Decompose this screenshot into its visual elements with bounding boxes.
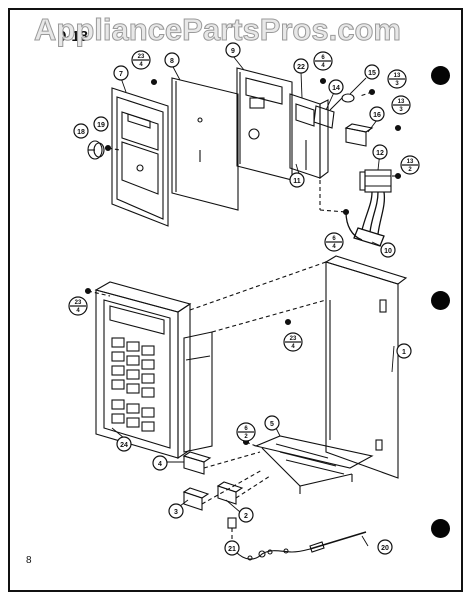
callout-6-4-top <box>313 51 333 71</box>
callout-label: 5 <box>270 421 274 428</box>
callout-label: 9 <box>231 48 235 55</box>
front-control-panel <box>94 281 213 460</box>
callout-label: 16 <box>373 112 381 119</box>
callout-label: 3 <box>174 509 178 516</box>
callout-label: 6 <box>244 426 248 432</box>
keypad-grid <box>111 337 155 432</box>
callout-label: 4 <box>158 461 162 468</box>
callout-sub: 4 <box>332 244 336 250</box>
page-number: 8 <box>26 555 32 566</box>
latch-lever <box>329 93 355 111</box>
callout-16 <box>369 106 385 122</box>
callout-11 <box>289 172 305 188</box>
callout-5 <box>264 415 280 431</box>
callout-label: 8 <box>170 58 174 65</box>
callout-label: 12 <box>376 150 384 157</box>
callout-label: 2 <box>244 513 248 520</box>
callout-19 <box>93 116 109 132</box>
leaders-bottom <box>87 261 327 548</box>
door-switch <box>313 105 335 129</box>
switch-3 <box>182 487 210 511</box>
wire-harness <box>345 191 386 247</box>
switch-2 <box>216 481 244 505</box>
callout-13-2 <box>400 155 420 175</box>
callout-label: 23 <box>138 54 145 60</box>
temperature-probe <box>235 531 367 561</box>
callout-18 <box>73 123 89 139</box>
callout-3 <box>168 503 184 519</box>
callout-label: 14 <box>332 85 340 92</box>
callout-9 <box>225 42 241 58</box>
control-panel-face <box>111 87 169 227</box>
callout-15 <box>364 64 380 80</box>
punch-hole-top <box>431 66 450 85</box>
callout-sub: 3 <box>395 81 399 87</box>
callout-1 <box>396 343 412 359</box>
relay <box>344 123 374 147</box>
callout-label: 11 <box>293 178 301 185</box>
callout-label: 20 <box>381 545 389 552</box>
callout-label: 10 <box>384 248 392 255</box>
callout-label: 7 <box>119 71 123 78</box>
callout-23-4-top <box>131 50 151 70</box>
screws-top <box>104 77 402 216</box>
callout-label: 13 <box>394 73 401 79</box>
callout-21 <box>224 540 240 556</box>
callout-2 <box>238 507 254 523</box>
callout-label: 13 <box>398 99 405 105</box>
diagram-code: 9-18 <box>58 28 89 45</box>
callout-22 <box>293 58 309 74</box>
mounting-plate <box>324 255 408 479</box>
callout-10 <box>380 242 396 258</box>
callout-4 <box>152 455 168 471</box>
callout-14 <box>328 79 344 95</box>
callout-6-4-mid <box>324 232 344 252</box>
callout-23-4-mid <box>283 332 303 352</box>
callout-13-3-b <box>391 95 411 115</box>
callout-sub: 4 <box>321 63 325 69</box>
callout-sub: 4 <box>291 344 295 350</box>
callout-label: 23 <box>290 336 297 342</box>
callout-label: 21 <box>228 546 236 553</box>
callout-sub: 2 <box>408 167 412 173</box>
callout-label: 15 <box>368 70 376 77</box>
callout-label: 19 <box>97 122 105 129</box>
callout-label: 1 <box>402 349 406 356</box>
callout-label: 24 <box>120 442 128 449</box>
switch-4 <box>182 451 212 475</box>
callout-20 <box>377 539 393 555</box>
panel-board <box>171 77 239 211</box>
pc-board <box>236 67 293 181</box>
callout-label: 6 <box>321 55 325 61</box>
connector <box>227 517 237 529</box>
callout-label: 13 <box>407 159 414 165</box>
site-watermark: AppliancePartsPros.com <box>34 12 402 48</box>
callout-12 <box>372 144 388 160</box>
punch-hole-bottom <box>431 519 450 538</box>
callout-label: 23 <box>75 300 82 306</box>
leaders-top <box>107 91 398 213</box>
callout-24 <box>116 436 132 452</box>
transformer <box>359 169 392 193</box>
callout-sub: 2 <box>244 434 248 440</box>
knob <box>87 140 105 160</box>
bracket <box>289 93 329 180</box>
callout-sub: 3 <box>399 107 403 113</box>
callout-sub: 4 <box>139 62 143 68</box>
callout-label: 6 <box>332 236 336 242</box>
wiring-tray <box>254 435 374 494</box>
callout-7 <box>113 65 129 81</box>
callout-23-4-left <box>68 296 88 316</box>
callout-8 <box>164 52 180 68</box>
callout-6-2 <box>236 422 256 442</box>
callout-sub: 4 <box>76 308 80 314</box>
punch-hole-middle <box>431 291 450 310</box>
callout-label: 18 <box>77 129 85 136</box>
callout-13-3-a <box>387 69 407 89</box>
callout-label: 22 <box>297 64 305 71</box>
